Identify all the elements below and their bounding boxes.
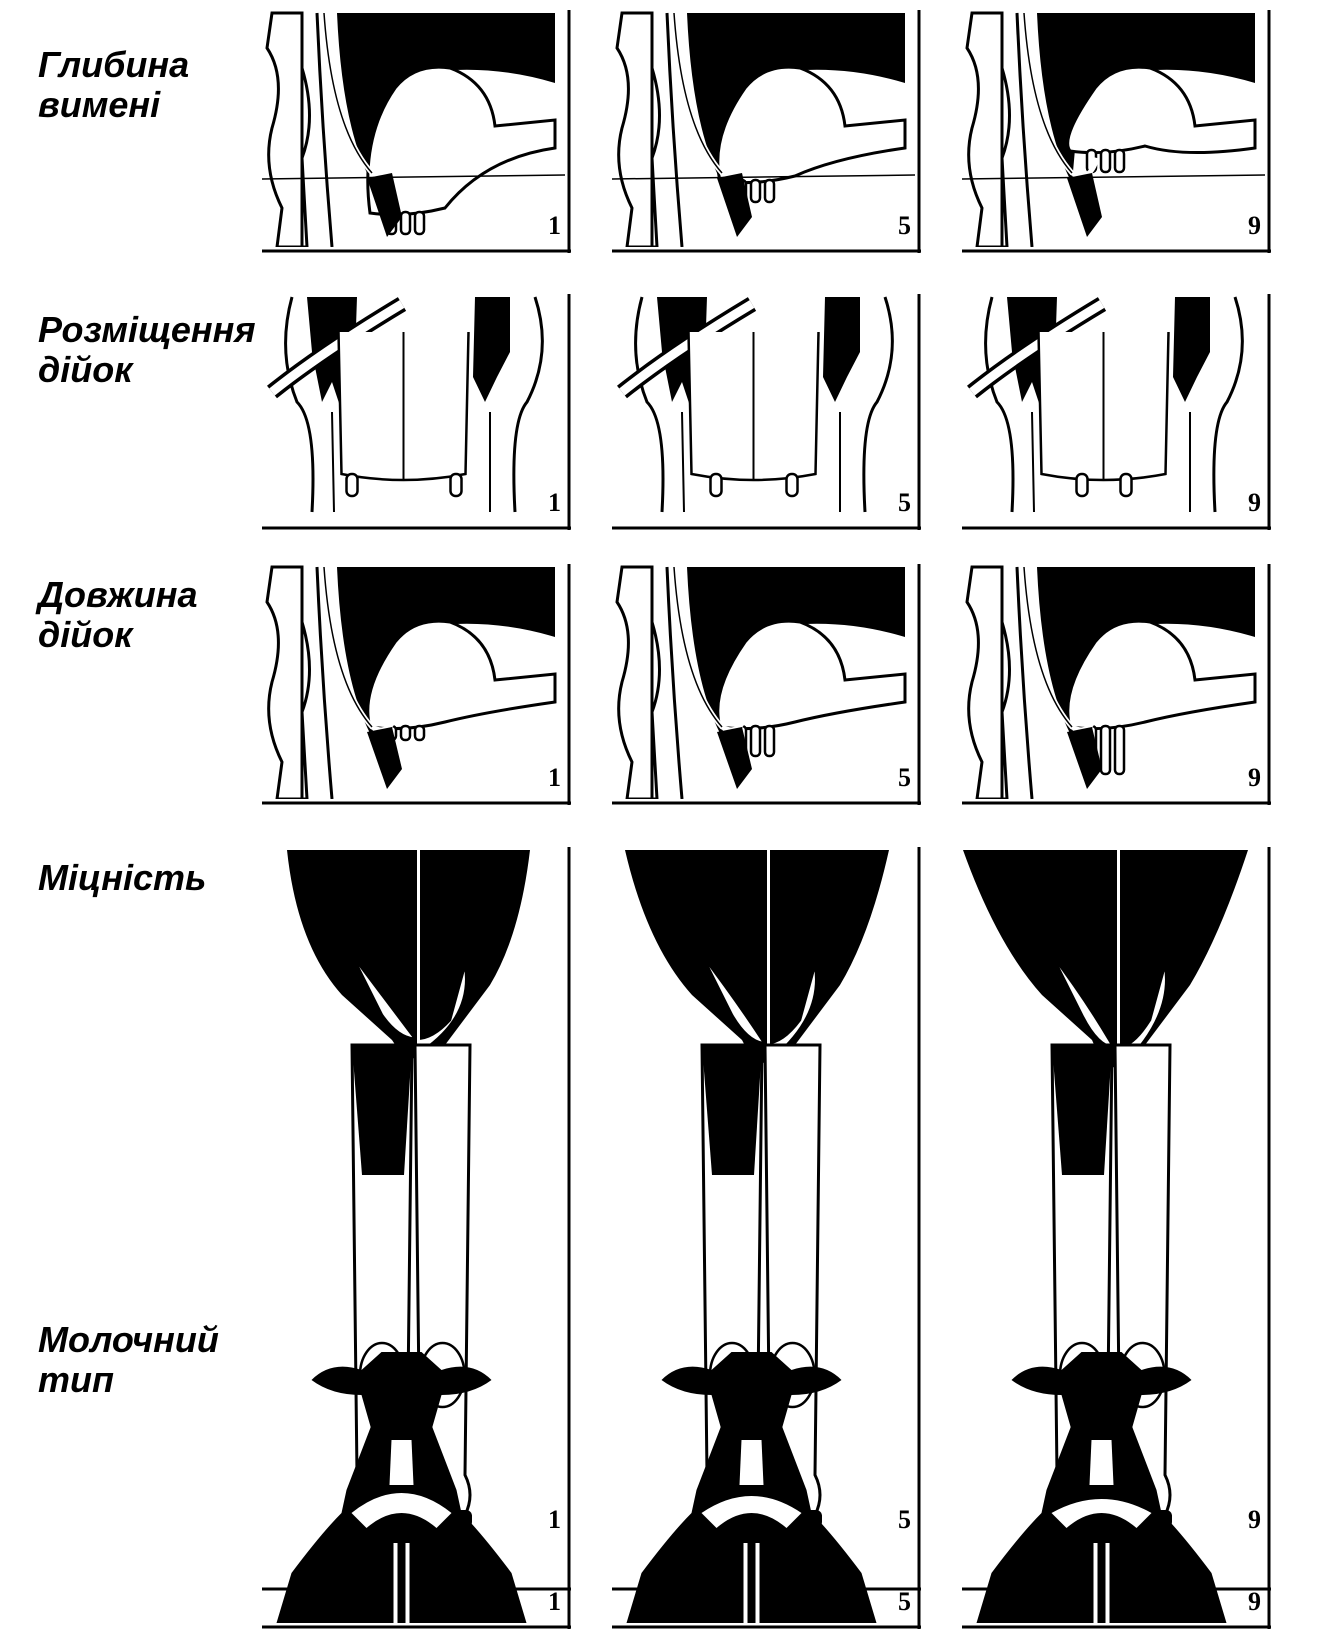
row-label-udder-depth: Глибина вимені [38, 45, 189, 125]
side-view-drawing [267, 567, 555, 799]
label-line: вимені [38, 85, 189, 125]
teat [1115, 726, 1124, 774]
score-label: 1 [548, 765, 561, 791]
rear-view-drawing [622, 297, 892, 512]
label-line: дійок [38, 615, 198, 655]
teat [1101, 150, 1110, 172]
panel-illustration [962, 8, 1287, 255]
left-leg-patch [352, 1045, 412, 1175]
head-black [1012, 1352, 1192, 1430]
side-view-drawing [962, 13, 1265, 247]
top-view-drawing [977, 1352, 1227, 1623]
score-label: 9 [1248, 213, 1261, 239]
rear-view-drawing [972, 297, 1242, 512]
panel-dairy-form-9: 9 [962, 1340, 1287, 1631]
teat [765, 726, 774, 756]
teat [751, 180, 760, 202]
score-label: 9 [1248, 490, 1261, 516]
teat [765, 180, 774, 202]
score-label: 9 [1248, 765, 1261, 791]
score-label: 9 [1248, 1589, 1261, 1615]
teat [711, 474, 722, 496]
label-line: Глибина [38, 45, 189, 85]
far-leg-shadow [1067, 173, 1102, 237]
label-line: Молочний [38, 1320, 219, 1360]
panel-dairy-form-5: 5 [612, 1340, 937, 1631]
teat [347, 474, 358, 496]
neck-white-stripe [1090, 1440, 1114, 1485]
panel-dairy-form-1: 1 [262, 1340, 587, 1631]
side-view-drawing [617, 567, 905, 799]
label-line: Розміщення [38, 310, 256, 350]
teat [1115, 150, 1124, 172]
side-view-drawing [967, 567, 1255, 799]
row-label-teat-placement: Розміщення дійок [38, 310, 256, 390]
panel-illustration [612, 292, 937, 532]
label-line: Міцність [38, 858, 206, 898]
teat [1101, 726, 1110, 774]
teat [1077, 474, 1088, 496]
row-label-teat-length: Довжина дійок [38, 575, 198, 655]
teat [415, 726, 424, 740]
top-view-drawing [627, 1352, 877, 1623]
neck-white-stripe [740, 1440, 764, 1485]
score-label: 1 [548, 1589, 561, 1615]
panel-teat-length-5: 5 [612, 562, 937, 807]
score-label: 5 [898, 1589, 911, 1615]
neck-white-stripe [390, 1440, 414, 1485]
panel-illustration [262, 8, 587, 255]
panel-illustration [612, 1340, 937, 1631]
panel-illustration [262, 562, 587, 807]
row-label-dairy-form: Молочний тип [38, 1320, 219, 1400]
left-leg-patch [702, 1045, 762, 1175]
panel-illustration [962, 562, 1287, 807]
panel-illustration [262, 292, 587, 532]
head-black [662, 1352, 842, 1430]
teat [787, 474, 798, 496]
panel-teat-length-9: 9 [962, 562, 1287, 807]
head-black [312, 1352, 492, 1430]
panel-illustration [962, 1340, 1287, 1631]
panel-illustration [262, 1340, 587, 1631]
label-line: дійок [38, 350, 256, 390]
score-label: 5 [898, 213, 911, 239]
label-line: тип [38, 1360, 219, 1400]
teat [451, 474, 462, 496]
panel-illustration [962, 292, 1287, 532]
teat [401, 726, 410, 740]
teat [415, 212, 424, 234]
panel-illustration [612, 8, 937, 255]
teat [751, 726, 760, 756]
side-view-drawing [612, 13, 915, 247]
panel-teat-placement-5: 5 [612, 292, 937, 532]
side-view-drawing [262, 13, 565, 247]
score-label: 5 [898, 765, 911, 791]
hock-reference-line [962, 175, 1265, 179]
panel-teat-placement-9: 9 [962, 292, 1287, 532]
panel-udder-depth-9: 9 [962, 8, 1287, 255]
score-label: 5 [898, 490, 911, 516]
top-view-drawing [277, 1352, 527, 1623]
teat [1121, 474, 1132, 496]
score-label: 1 [548, 213, 561, 239]
panel-udder-depth-1: 1 [262, 8, 587, 255]
label-line: Довжина [38, 575, 198, 615]
panel-illustration [612, 562, 937, 807]
rear-view-drawing [272, 297, 542, 512]
teat [401, 212, 410, 234]
row-label-strength: Міцність [38, 858, 206, 898]
panel-udder-depth-5: 5 [612, 8, 937, 255]
score-label: 1 [548, 490, 561, 516]
left-leg-patch [1052, 1045, 1112, 1175]
chest-black [287, 850, 530, 1059]
panel-teat-length-1: 1 [262, 562, 587, 807]
panel-teat-placement-1: 1 [262, 292, 587, 532]
